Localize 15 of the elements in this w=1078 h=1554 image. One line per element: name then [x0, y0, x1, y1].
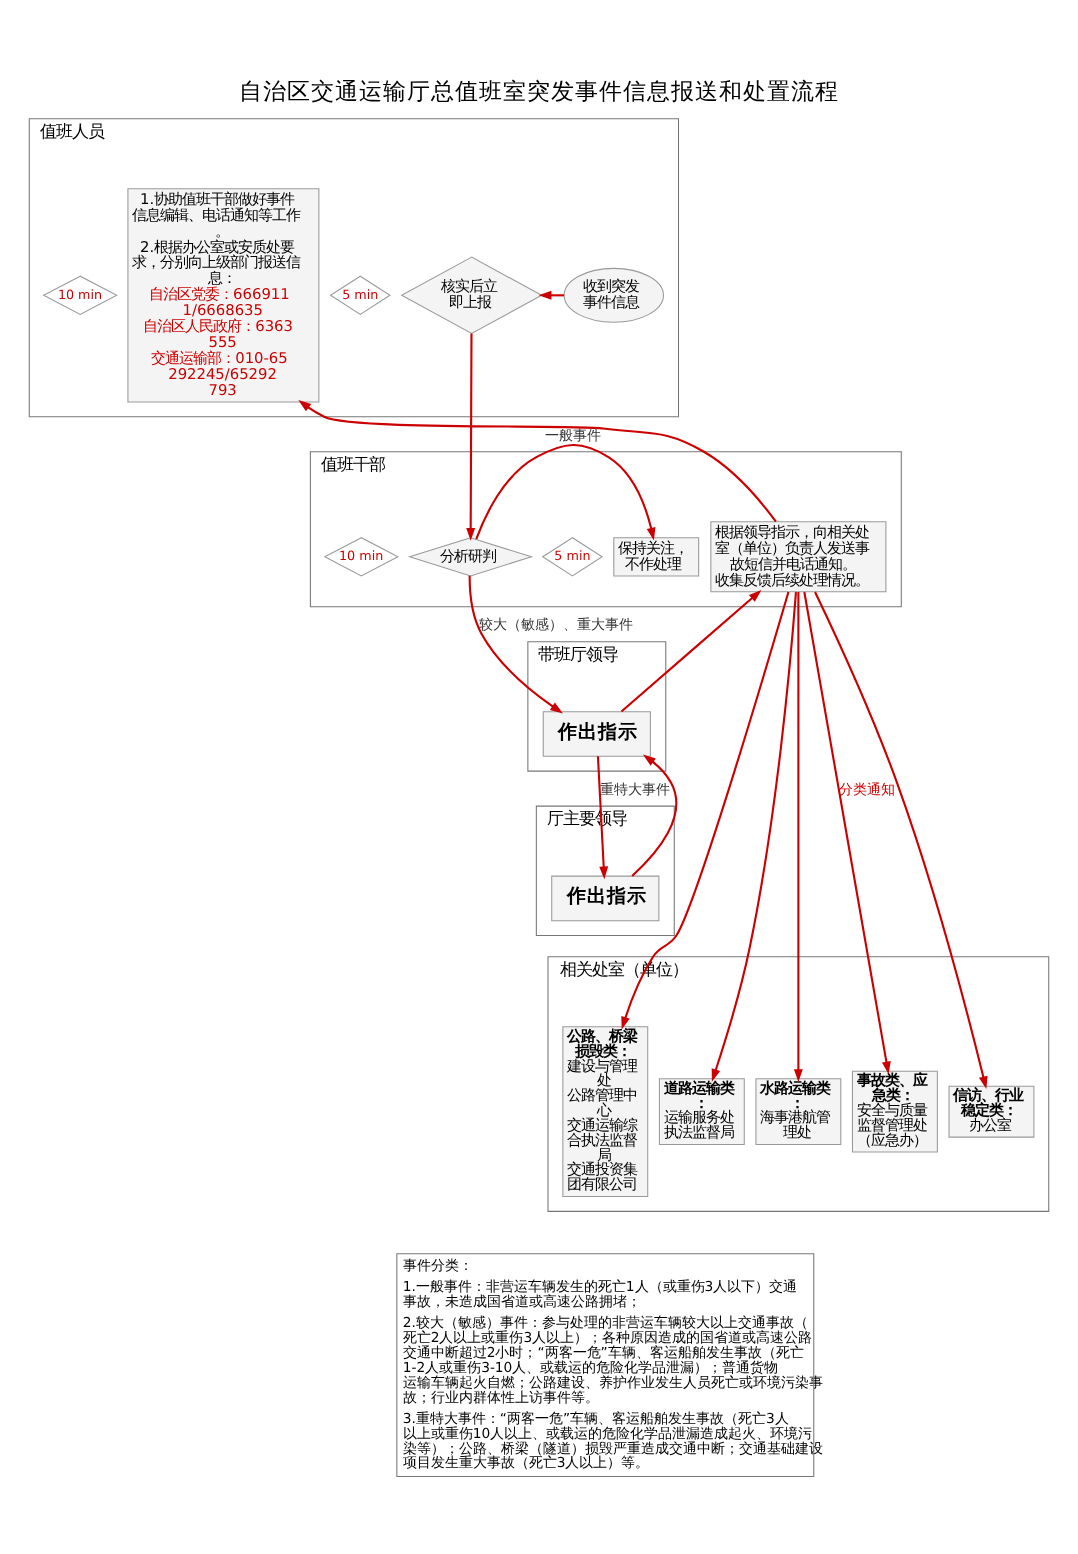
node-box: 作出指示	[542, 710, 651, 756]
arrow	[298, 399, 777, 522]
arrow	[793, 591, 803, 1081]
arrow	[711, 591, 798, 1081]
diagram-title: 自治区交通运输厅总值班室突发事件信息报送和处置流程	[239, 76, 839, 105]
arrow	[631, 753, 678, 876]
arrow	[466, 332, 476, 540]
node-box: 作出指示	[551, 874, 660, 921]
arrow	[620, 588, 762, 712]
arrow	[475, 442, 656, 540]
arrow	[803, 590, 891, 1074]
arrow	[468, 574, 563, 713]
arrow	[621, 590, 790, 1029]
arrow	[814, 590, 988, 1089]
arrow	[538, 289, 565, 299]
